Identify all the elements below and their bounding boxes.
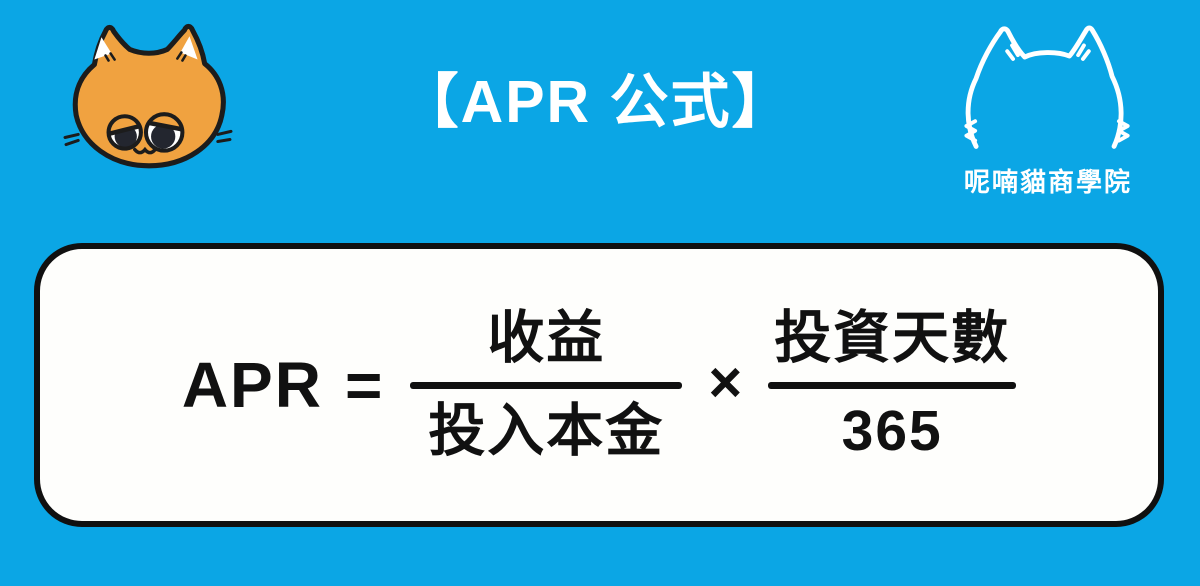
fraction-numerator: 投資天數 xyxy=(774,305,1011,370)
fraction-bar xyxy=(768,381,1017,389)
fraction-profit-over-principal: 收益 投入本金 xyxy=(410,305,683,463)
formula-lhs: APR xyxy=(181,349,323,421)
brand-block: 呢喃貓商學院 xyxy=(952,24,1144,199)
fraction-denominator: 投入本金 xyxy=(428,398,665,463)
brand-name: 呢喃貓商學院 xyxy=(963,167,1132,197)
mascot-sleepy-cat-icon xyxy=(63,23,233,169)
brand-cat-outline-icon xyxy=(964,25,1130,149)
equals-sign: = xyxy=(344,349,385,421)
fraction-bar xyxy=(410,381,683,389)
page-title: 【APR 公式】 xyxy=(399,69,793,135)
formula-lhs-group: APR = xyxy=(182,353,385,417)
multiply-sign: × xyxy=(708,350,743,415)
fraction-days-over-365: 投資天數 365 xyxy=(768,305,1017,463)
formula-card: APR = 收益 投入本金 × 投資天數 365 xyxy=(34,243,1164,527)
fraction-numerator: 收益 xyxy=(487,305,606,370)
fraction-denominator: 365 xyxy=(841,398,943,463)
